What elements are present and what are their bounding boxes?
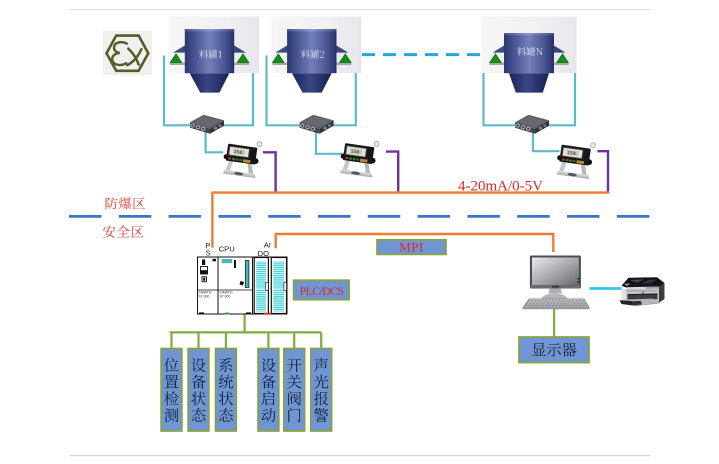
- svg-text:S7-300: S7-300: [199, 294, 210, 298]
- svg-text:AI: AI: [264, 241, 271, 250]
- svg-text:CPU: CPU: [219, 244, 235, 253]
- svg-text:150: 150: [567, 150, 577, 157]
- svg-text:SIMATIC: SIMATIC: [220, 291, 234, 295]
- svg-text:PLC/DCS: PLC/DCS: [300, 284, 344, 298]
- svg-text:MPI: MPI: [399, 239, 424, 254]
- svg-text:DO: DO: [258, 249, 269, 258]
- svg-text:150: 150: [350, 148, 360, 155]
- svg-text:S7-300: S7-300: [220, 294, 231, 298]
- svg-text:SIMATIC: SIMATIC: [199, 291, 213, 295]
- svg-text:S: S: [205, 248, 210, 257]
- svg-text:4-20mA/0-5V: 4-20mA/0-5V: [458, 179, 543, 195]
- svg-text:150: 150: [233, 149, 243, 156]
- svg-text:P: P: [205, 241, 210, 250]
